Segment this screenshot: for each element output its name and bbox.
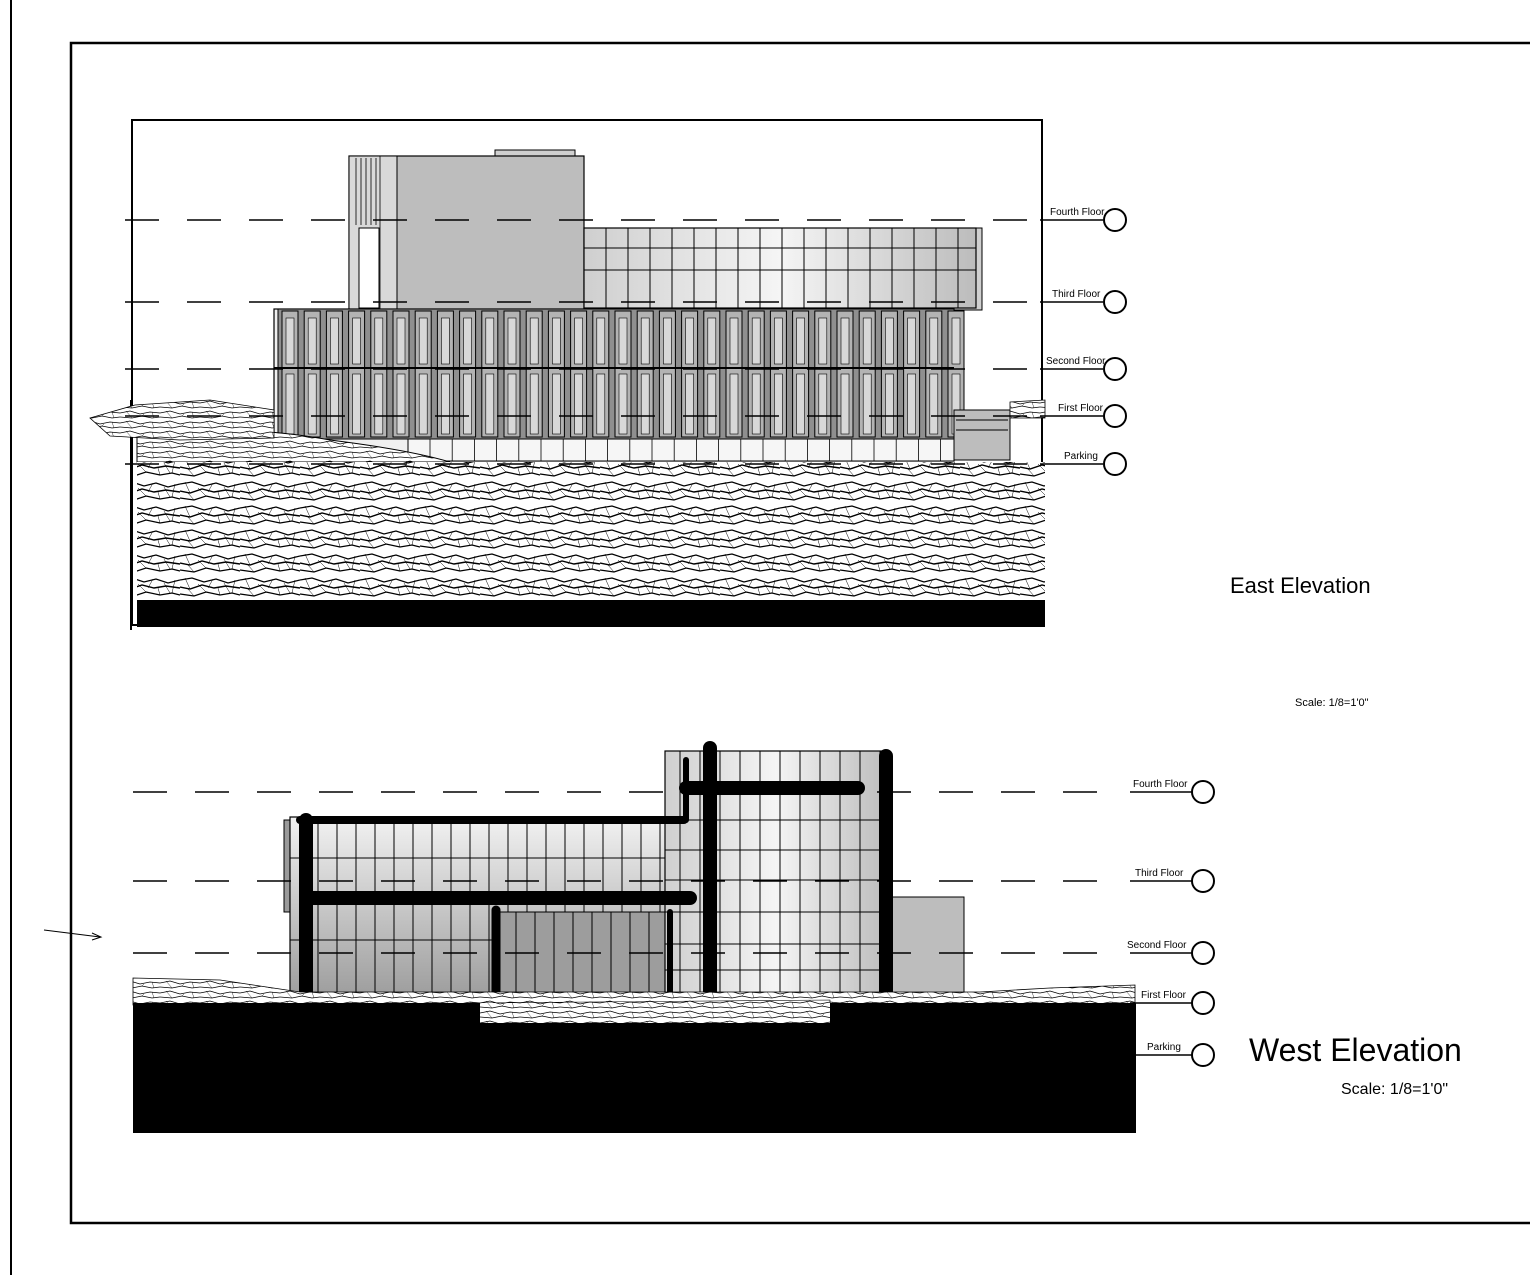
level-label: Second Floor	[1046, 356, 1106, 367]
east-terrain-hatch	[137, 462, 1045, 602]
level-label: First Floor	[1141, 990, 1187, 1001]
level-label: Parking	[1147, 1042, 1181, 1053]
level-marker-icon	[1103, 404, 1127, 428]
level-marker-icon	[1103, 452, 1127, 476]
east-elevation-title: East Elevation	[1230, 573, 1371, 598]
east-annex	[953, 409, 1011, 461]
level-label: Second Floor	[1127, 940, 1187, 951]
level-marker-icon	[1191, 1043, 1215, 1067]
level-label: Third Floor	[1135, 868, 1184, 879]
west-entry-recess	[497, 911, 667, 999]
west-annex	[891, 896, 965, 998]
level-marker-icon	[1103, 208, 1127, 232]
level-marker-icon	[1191, 991, 1215, 1015]
west-elevation-title: West Elevation	[1249, 1032, 1462, 1068]
north-arrow-icon	[43, 929, 101, 938]
east-ground-fill	[137, 600, 1045, 627]
level-marker-icon	[1191, 941, 1215, 965]
east-elevation-scale: Scale: 1/8=1'0"	[1295, 697, 1369, 709]
west-elevation-scale: Scale: 1/8=1'0"	[1341, 1081, 1448, 1098]
level-label: Parking	[1064, 451, 1098, 462]
level-marker-icon	[1103, 357, 1127, 381]
level-label: Fourth Floor	[1050, 207, 1105, 218]
sheet-frame	[69, 41, 1530, 1225]
level-marker-icon	[1103, 290, 1127, 314]
level-label: First Floor	[1058, 403, 1104, 414]
level-marker-icon	[1191, 780, 1215, 804]
west-structural-frame	[296, 741, 893, 1011]
west-ground-fill	[133, 1003, 1136, 1133]
level-marker-icon	[1191, 869, 1215, 893]
level-label: Fourth Floor	[1133, 779, 1188, 790]
level-label: Third Floor	[1052, 289, 1101, 300]
